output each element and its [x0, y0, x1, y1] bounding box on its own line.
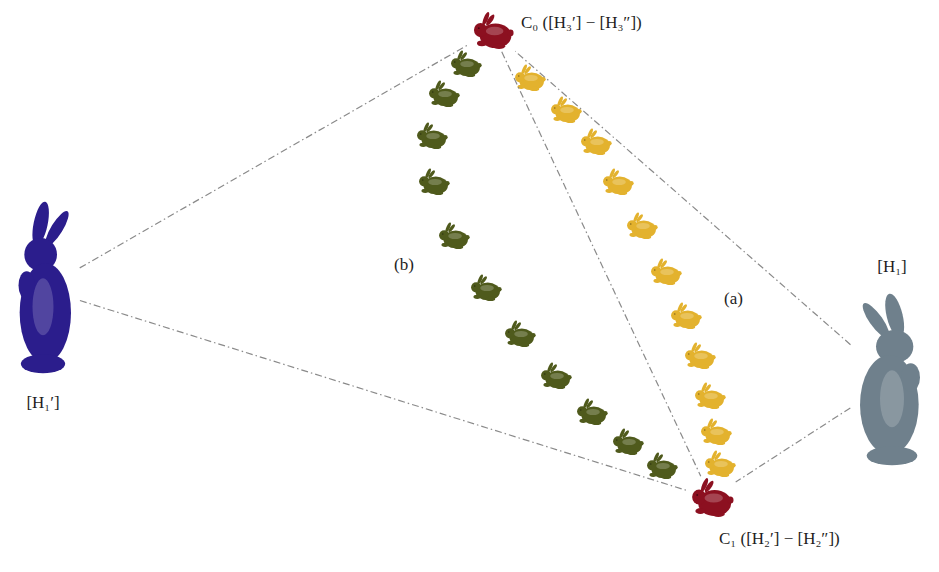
bunny-shape: [688, 478, 734, 518]
node-label: C₁ ([H₂′] − [H₂″]): [716, 528, 843, 550]
source-bunny: [H₁′]: [8, 200, 78, 378]
target-bunny: [H₁]: [852, 292, 932, 470]
dashed-connector: [736, 408, 851, 482]
bunny-shape: [852, 292, 932, 470]
dashed-connector: [515, 51, 850, 344]
node-label: [H₁′]: [23, 392, 62, 414]
keyframe-bunny: C₁ ([H₂′] − [H₂″]): [688, 478, 734, 518]
dashed-connector: [80, 301, 686, 491]
path-b-bunnies: [417, 50, 678, 479]
node-label: [H₁]: [874, 256, 910, 278]
dashed-connector: [502, 52, 701, 476]
bunny-shape: [8, 200, 78, 378]
bunny-shape: [470, 12, 514, 50]
path-a-bunnies: [515, 64, 736, 477]
path-label: (a): [722, 288, 745, 310]
path-label: (b): [392, 254, 416, 276]
dashed-connector: [80, 45, 469, 268]
node-label: C₀ ([H₃′] − [H₃″]): [518, 12, 645, 34]
keyframe-bunny: C₀ ([H₃′] − [H₃″]): [470, 12, 514, 50]
